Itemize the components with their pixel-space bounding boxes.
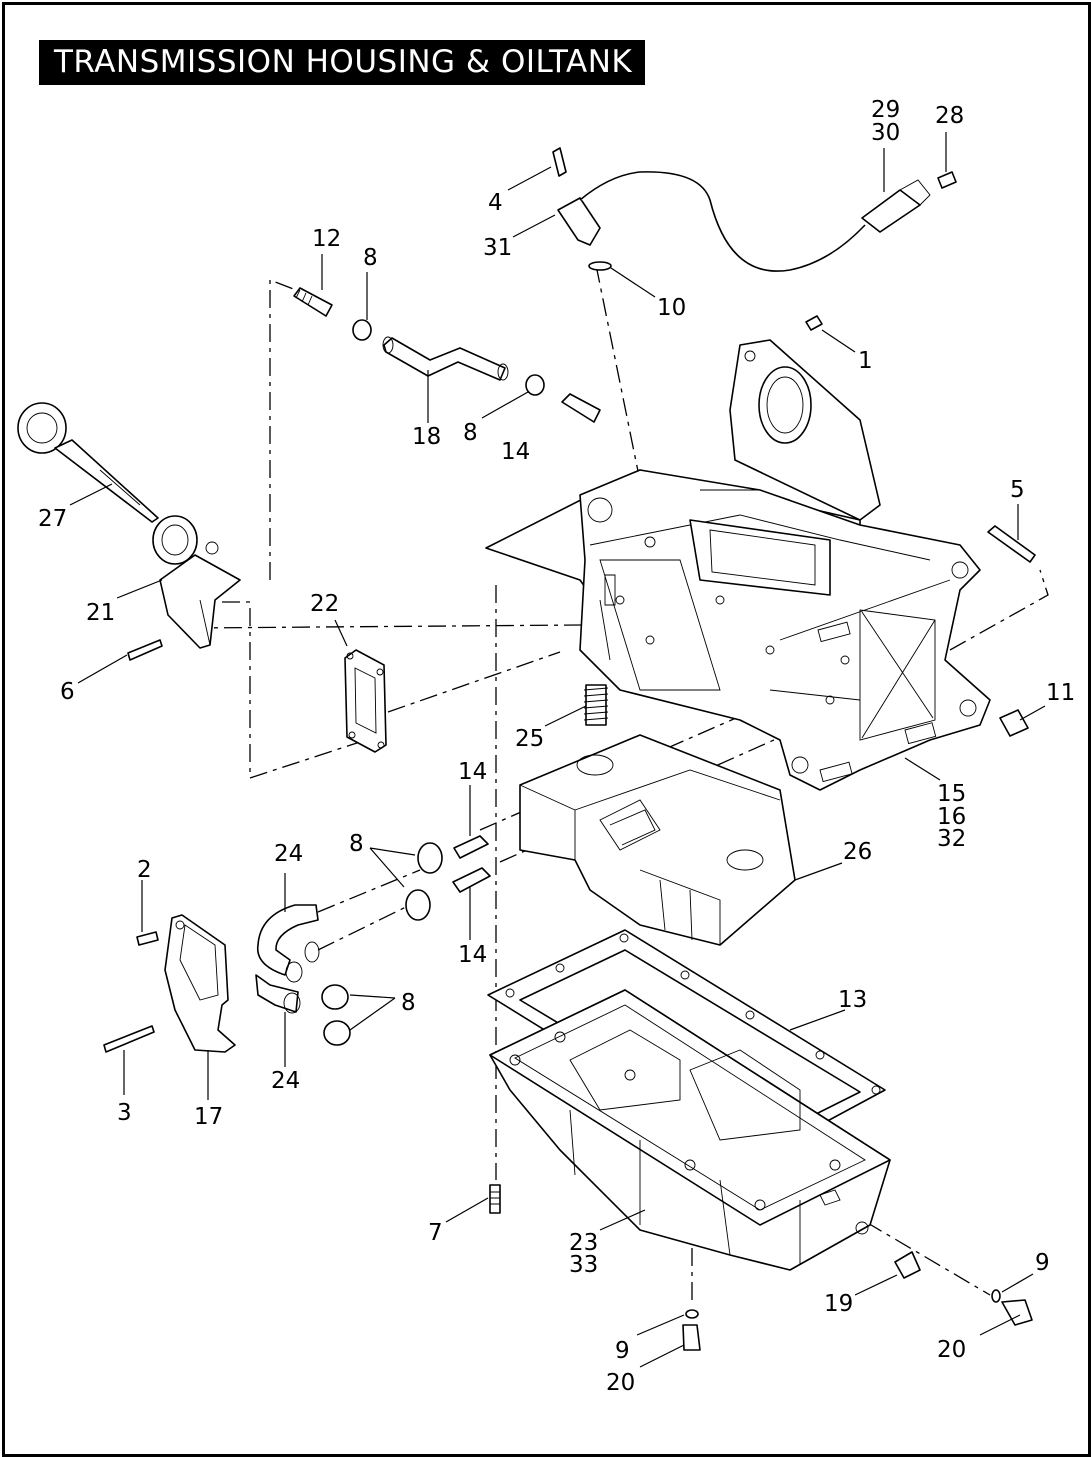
callout-14: 14 <box>458 942 487 968</box>
callout-29: 29 <box>871 97 900 123</box>
callout-8: 8 <box>401 990 416 1016</box>
callout-22: 22 <box>310 591 339 617</box>
callout-15: 15 <box>937 781 966 807</box>
callout-27: 27 <box>38 506 67 532</box>
callout-17: 17 <box>194 1104 223 1130</box>
callout-5: 5 <box>1010 477 1025 503</box>
callout-13: 13 <box>838 987 867 1013</box>
callout-9: 9 <box>615 1338 630 1364</box>
callout-20: 20 <box>937 1337 966 1363</box>
callout-14: 14 <box>501 439 530 465</box>
bracket <box>164 914 236 1053</box>
oil-pan <box>489 989 891 1271</box>
hose-clamps <box>321 319 545 1046</box>
callout-8: 8 <box>349 831 364 857</box>
callout-9: 9 <box>1035 1250 1050 1276</box>
callout-3: 3 <box>117 1100 132 1126</box>
callout-32: 32 <box>937 826 966 852</box>
callout-2: 2 <box>137 857 152 883</box>
dipstick <box>17 402 159 523</box>
oil-tank-cover <box>519 734 796 946</box>
callout-7: 7 <box>428 1220 443 1246</box>
callout-8: 8 <box>463 420 478 446</box>
transmission-housing <box>485 339 991 791</box>
callout-4: 4 <box>488 190 503 216</box>
spring <box>583 684 609 726</box>
callout-23: 23 <box>569 1230 598 1256</box>
callout-28: 28 <box>935 103 964 129</box>
callout-24: 24 <box>274 841 303 867</box>
leader-lines <box>69 132 1046 1368</box>
callout-26: 26 <box>843 839 872 865</box>
filler-gasket <box>344 649 387 753</box>
callout-16: 16 <box>937 804 966 830</box>
hose <box>382 336 509 381</box>
callout-8: 8 <box>363 245 378 271</box>
callout-33: 33 <box>569 1252 598 1278</box>
callout-24: 24 <box>271 1068 300 1094</box>
callout-31: 31 <box>483 235 512 261</box>
callout-numbers: 1 2 3 4 5 6 7 8 8 8 8 9 9 10 11 12 13 14… <box>38 97 1075 1396</box>
oil-hoses <box>255 904 320 1014</box>
callout-18: 18 <box>412 424 441 450</box>
sensor-harness <box>552 147 931 272</box>
callout-14: 14 <box>458 759 487 785</box>
callout-19: 19 <box>824 1291 853 1317</box>
callout-1: 1 <box>858 348 873 374</box>
callout-30: 30 <box>871 120 900 146</box>
diagram-title: TRANSMISSION HOUSING & OILTANK <box>39 40 645 85</box>
callout-11: 11 <box>1046 680 1075 706</box>
fasteners <box>103 171 1036 1351</box>
callout-21: 21 <box>86 600 115 626</box>
callout-10: 10 <box>657 295 686 321</box>
callout-20: 20 <box>606 1370 635 1396</box>
callout-12: 12 <box>312 226 341 252</box>
fittings <box>293 287 601 893</box>
filler-neck <box>152 515 241 649</box>
callout-6: 6 <box>60 679 75 705</box>
callout-25: 25 <box>515 726 544 752</box>
